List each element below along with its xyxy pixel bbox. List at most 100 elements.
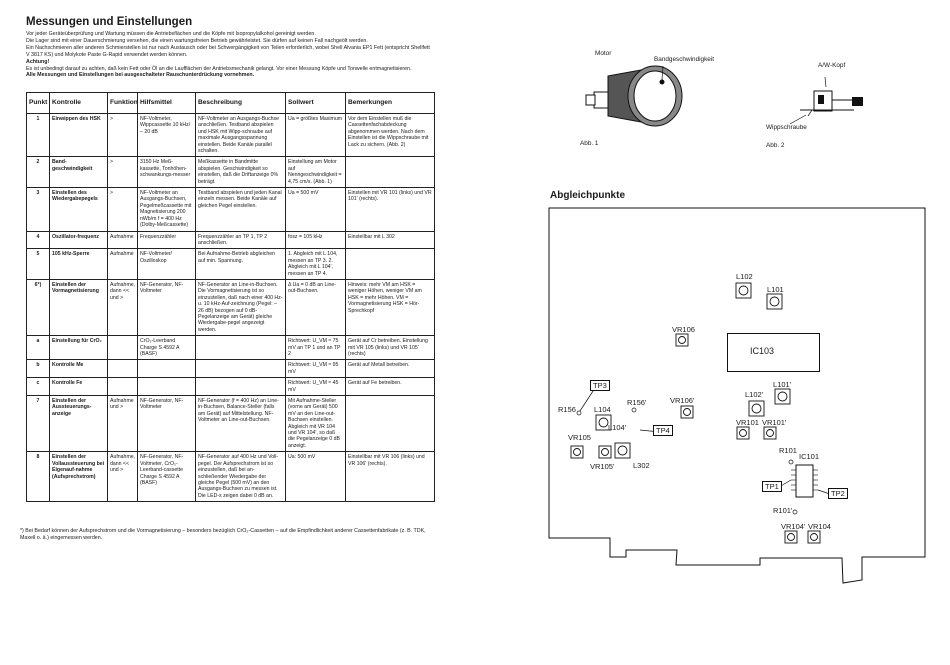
cell-sollwert: Ua = größtes Maximum xyxy=(285,112,346,158)
cell-bemerkungen: Hinweis: mehr VM am HSK = weniger Höhen,… xyxy=(345,278,435,337)
label-r101: R101 xyxy=(779,446,797,455)
cell-kontrolle: Einstellen der Vollaussteuerung bei Eige… xyxy=(49,451,108,503)
cell-beschreibung: Testband abspielen und jeden Kanal einze… xyxy=(195,187,286,232)
cell-punkt: 5 xyxy=(26,248,50,280)
wippschraube-label: Wippschraube xyxy=(766,124,807,131)
cell-beschreibung: NF-Voltmeter an Ausgangs-Buchse anschlie… xyxy=(195,112,286,158)
achtung-text: Es ist unbedingt darauf zu achten, daß k… xyxy=(26,65,412,72)
ic103-label: IC103 xyxy=(750,346,775,356)
cell-beschreibung: NF-Generator auf 400 Hz und Voll-pegel. … xyxy=(195,451,286,503)
cell-beschreibung: NF-Generator (f = 400 Hz) an Line-in-Buc… xyxy=(195,395,286,453)
measurement-table: Punkt Kontrolle Funktion Hilfsmittel Bes… xyxy=(26,92,435,503)
cell-hilfsmittel: CrO₂-Leerband Charge S 4592 A (BASF) xyxy=(137,335,196,361)
cell-bemerkungen xyxy=(345,395,435,453)
cell-punkt: 7 xyxy=(26,395,50,453)
awkopf-label: A/W-Kopf xyxy=(818,62,846,69)
intro-line: Vor jeder Geräteüberprüfung und Wartung … xyxy=(26,31,316,37)
intro-text: Vor jeder Geräteüberprüfung und Wartung … xyxy=(26,31,451,79)
bandgeschwindigkeit-label: Bandgeschwindigkeit xyxy=(654,56,715,63)
label-tp1: TP1 xyxy=(762,481,782,492)
label-vr101: VR101 xyxy=(736,418,759,427)
cell-sollwert: Einstellung am Motor auf Nenngeschwindig… xyxy=(285,156,346,189)
label-r101p: R101' xyxy=(773,506,793,515)
cell-sollwert: 1. Abgleich mit L 104, messen an TP 3. 2… xyxy=(285,248,346,280)
footnote: *) Bei Bedarf können der Aufsprechstrom … xyxy=(20,528,426,541)
cell-bemerkungen: Gerät auf Cr betreiben. Einstellung mit … xyxy=(345,335,435,361)
cell-hilfsmittel: NF-Generator, NF-Voltmeter, CrO₂-Leerban… xyxy=(137,451,196,503)
label-vr105b: VR105' xyxy=(590,462,615,471)
cell-funktion: > xyxy=(107,156,138,189)
cell-bemerkungen: Einstellen mit VR 101 (links) und VR 101… xyxy=(345,187,435,232)
cell-bemerkungen: Einstellbar mit VR 106 (links) und VR 10… xyxy=(345,451,435,503)
label-l102p: L102' xyxy=(745,390,764,399)
label-vr104p: VR104' xyxy=(781,522,806,531)
achtung-label: Achtung! xyxy=(26,58,50,65)
cell-kontrolle: Einstellen der Aussteuerungs-anzeige xyxy=(49,395,108,453)
label-l302: L302 xyxy=(633,461,650,470)
label-l102: L102 xyxy=(736,272,753,281)
cell-hilfsmittel: NF-Generator, NF-Voltmeter xyxy=(137,278,196,337)
cell-funktion: Aufnahme und > xyxy=(107,395,138,453)
cell-funktion: Aufnahme, dann << und > xyxy=(107,451,138,503)
intro-line: Ein Nachschmieren aller anderen Schmiers… xyxy=(26,44,430,51)
cell-funktion: > xyxy=(107,187,138,232)
label-l104p: L104' xyxy=(608,423,627,432)
cell-sollwert: Δ Ua = 0 dB an Line-out-Buchsen. xyxy=(285,278,346,337)
head-drawing xyxy=(789,76,863,125)
cell-sollwert: Richtwert: U_VM ≈ 75 mV an TP 1 und an T… xyxy=(285,335,346,361)
cell-sollwert: Ua = 500 mV xyxy=(285,187,346,232)
ic103-chip: IC103 xyxy=(727,333,820,372)
cell-punkt: a xyxy=(26,335,50,361)
cell-kontrolle: Einstellen des Wiedergabepegels xyxy=(49,187,108,232)
bold-note: Alle Messungen und Einstellungen bei aus… xyxy=(26,72,255,79)
intro-line: V 3817 KS) und Molykote Paste G-Rapid ve… xyxy=(26,51,188,58)
label-tp4: TP4 xyxy=(653,425,673,436)
cell-kontrolle: Band-geschwindigkeit xyxy=(49,156,108,189)
cell-bemerkungen: Einstellbar mit L 302 xyxy=(345,230,435,250)
cell-kontrolle: Einstellung für CrO₂ xyxy=(49,335,108,361)
label-vr104: VR104 xyxy=(808,522,831,531)
abgleichpunkte-title: Abgleichpunkte xyxy=(550,190,626,201)
label-l104: L104 xyxy=(594,405,611,414)
label-ic101: IC101 xyxy=(799,452,820,461)
motor-label: Motor xyxy=(595,50,612,57)
cell-bemerkungen: Vor dem Einstellen muß die Cassettenfach… xyxy=(345,112,435,158)
motor-drawing xyxy=(585,65,683,127)
cell-sollwert: Ua: 500 mV xyxy=(285,451,346,503)
cell-funktion: > xyxy=(107,112,138,158)
cell-punkt: 8 xyxy=(26,451,50,503)
label-vr105: VR105 xyxy=(568,433,591,442)
cell-bemerkungen xyxy=(345,248,435,280)
cell-funktion xyxy=(107,335,138,361)
cell-hilfsmittel: NF-Generator, NF-Voltmeter xyxy=(137,395,196,453)
label-tp2: TP2 xyxy=(828,488,848,499)
trimmer-markers xyxy=(570,282,821,544)
board-outline xyxy=(548,207,926,584)
intro-line: Die Lager sind mit einer Dauerschmierung… xyxy=(26,37,368,44)
label-vr106: VR106 xyxy=(672,325,695,334)
cell-hilfsmittel: NF-Voltmeter, Wippcassette 10 kHz/ – 20 … xyxy=(137,112,196,158)
cell-funktion: Aufnahme, dann << und > xyxy=(107,278,138,337)
cell-hilfsmittel: 3150 Hz Meß-kassette, Tonhöhen-schwankun… xyxy=(137,156,196,189)
label-l101: L101 xyxy=(767,285,784,294)
label-vr106p: VR106' xyxy=(670,396,695,405)
cell-punkt: 3 xyxy=(26,187,50,232)
label-tp3: TP3 xyxy=(590,380,610,391)
abb2-label: Abb. 2 xyxy=(766,142,785,149)
cell-sollwert: fosz = 105 kHz xyxy=(285,230,346,250)
label-l101p: L101' xyxy=(773,380,792,389)
label-r156: R156 xyxy=(558,405,576,414)
page-title: Messungen und Einstellungen xyxy=(26,16,193,28)
cell-hilfsmittel: NF-Voltmeter an Ausgangs-Buchsen, Pegelm… xyxy=(137,187,196,232)
